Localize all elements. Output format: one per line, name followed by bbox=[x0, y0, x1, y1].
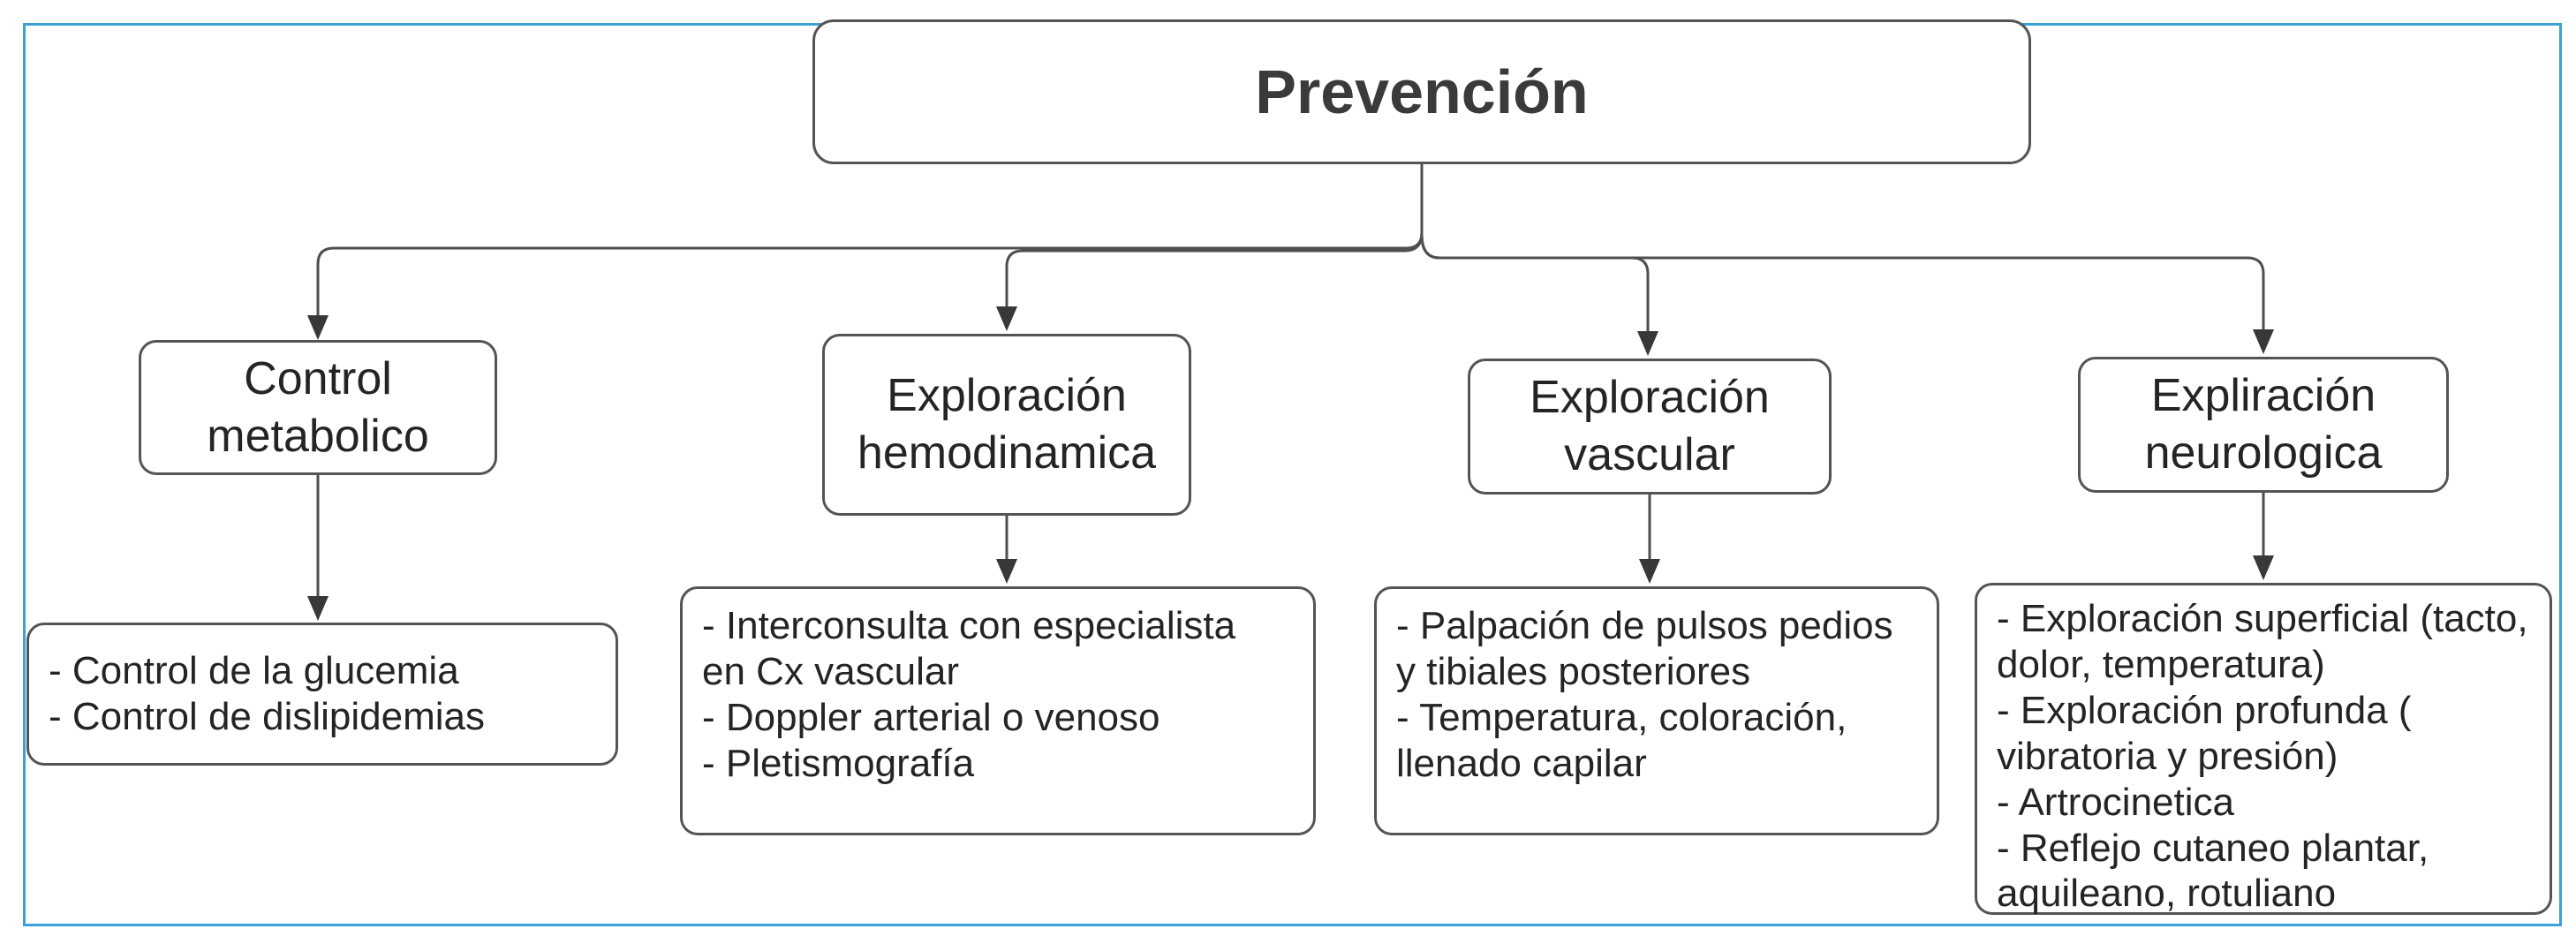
node-exploracion-hemodinamica: Exploración hemodinamica bbox=[822, 334, 1191, 516]
detail-line: - Exploración superficial (tacto, bbox=[1997, 597, 2528, 640]
node-exploracion-vascular: Exploración vascular bbox=[1468, 359, 1832, 495]
node-label-line: Exploración bbox=[1530, 372, 1770, 423]
node-label-line: metabolico bbox=[207, 410, 429, 462]
node-expliracion-neurologica: Expliración neurologica bbox=[2078, 357, 2449, 493]
connector-root-to-col1 bbox=[316, 164, 1424, 315]
arrowhead-down-icon bbox=[2253, 329, 2274, 354]
detail-line: - Doppler arterial o venoso bbox=[702, 695, 1160, 739]
node-label-line: vascular bbox=[1564, 429, 1735, 480]
node-label-line: hemodinamica bbox=[857, 427, 1157, 479]
arrowhead-down-icon bbox=[1637, 331, 1658, 356]
detail-line: dolor, temperatura) bbox=[1997, 642, 2325, 686]
detail-line: - Interconsulta con especialista bbox=[702, 604, 1236, 647]
detail-line: vibratoria y presión) bbox=[1997, 734, 2338, 778]
detail-line: - Palpación de pulsos pedios bbox=[1396, 604, 1893, 647]
detail-line: - Control de la glucemia bbox=[49, 649, 459, 693]
detail-line: - Reflejo cutaneo plantar, bbox=[1997, 826, 2429, 870]
detail-line: - Pletismografía bbox=[702, 741, 975, 785]
node-label-line: Expliración bbox=[2150, 370, 2376, 421]
detail-exploracion-vascular: - Palpación de pulsos pedios y tibiales … bbox=[1374, 586, 1939, 835]
detail-exploracion-hemodinamica: - Interconsulta con especialista en Cx v… bbox=[680, 586, 1316, 835]
detail-line: - Temperatura, coloración, bbox=[1396, 695, 1847, 739]
connector-root-to-col2 bbox=[1005, 232, 1424, 306]
node-label-line: neurologica bbox=[2144, 427, 2383, 479]
arrowhead-down-icon bbox=[996, 306, 1017, 331]
detail-line: - Control de dislipidemias bbox=[49, 695, 485, 738]
detail-expliracion-neurologica: - Exploración superficial (tacto, dolor,… bbox=[1975, 583, 2552, 915]
detail-line: - Exploración profunda ( bbox=[1997, 688, 2412, 732]
node-prevencion: Prevención bbox=[812, 19, 2031, 164]
node-label-line: Exploración bbox=[887, 370, 1127, 421]
node-label-line: Control bbox=[244, 352, 392, 404]
detail-line: aquileano, rotuliano bbox=[1997, 872, 2337, 916]
node-control-metabolico: Control metabolico bbox=[139, 340, 497, 475]
arrowhead-down-icon bbox=[996, 559, 1017, 584]
arrowhead-down-icon bbox=[1639, 559, 1660, 584]
detail-line: en Cx vascular bbox=[702, 649, 960, 693]
detail-control-metabolico: - Control de la glucemia - Control de di… bbox=[26, 623, 618, 766]
arrowhead-down-icon bbox=[307, 315, 329, 340]
arrowhead-down-icon bbox=[2253, 555, 2274, 580]
node-prevencion-label: Prevención bbox=[1255, 57, 1589, 126]
arrowhead-down-icon bbox=[307, 596, 329, 621]
detail-line: llenado capilar bbox=[1396, 741, 1647, 785]
connector-root-to-col4 bbox=[1420, 234, 2265, 329]
detail-line: - Artrocinetica bbox=[1997, 780, 2234, 824]
detail-line: y tibiales posteriores bbox=[1396, 649, 1751, 693]
connector-root-to-col3 bbox=[1420, 234, 1650, 331]
